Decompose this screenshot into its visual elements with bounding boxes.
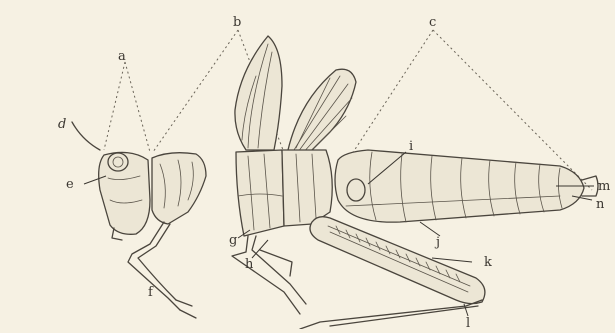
- head: [72, 122, 150, 240]
- label-b: b: [233, 15, 241, 30]
- antenna: [72, 122, 100, 150]
- tympanum: [347, 179, 365, 201]
- label-g: g: [229, 233, 237, 248]
- label-k: k: [484, 255, 492, 270]
- hindwing: [288, 69, 356, 156]
- label-h: h: [245, 257, 254, 272]
- label-l: l: [466, 316, 470, 329]
- label-c: c: [429, 15, 436, 30]
- label-j: j: [434, 235, 440, 250]
- label-i: i: [409, 139, 413, 154]
- label-a: a: [118, 49, 126, 64]
- hind-tibia: [300, 300, 482, 329]
- label-m: m: [598, 179, 610, 194]
- label-d: d: [58, 117, 66, 132]
- label-e: e: [66, 177, 74, 192]
- label-f: f: [148, 285, 154, 300]
- hind-leg: [300, 217, 485, 329]
- label-n: n: [596, 197, 605, 212]
- compound-eye: [108, 153, 128, 171]
- forewing: [235, 36, 282, 150]
